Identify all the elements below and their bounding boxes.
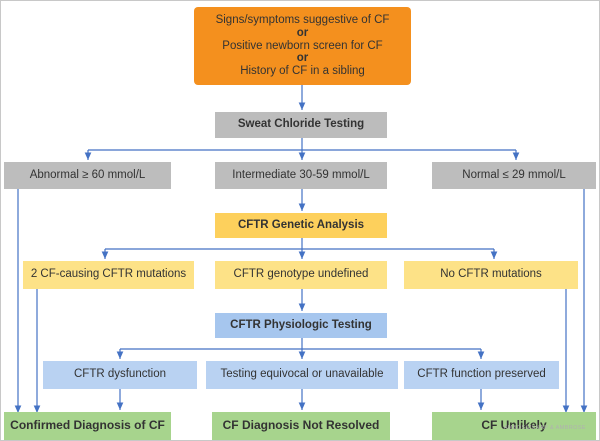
- outcome-confirmed-cf: Confirmed Diagnosis of CF: [4, 412, 171, 440]
- sweat-result-abnormal: Abnormal ≥ 60 mmol/L: [4, 162, 171, 189]
- image-credit: AMBOSS/SNAP & AMBROSE: [503, 425, 586, 431]
- cftr-physiologic-testing-box: CFTR Physiologic Testing: [215, 313, 387, 338]
- outcome-cf-unlikely: CF Unlikely: [432, 412, 596, 440]
- start-criteria-box: Signs/symptoms suggestive of CF or Posit…: [194, 7, 411, 85]
- start-or-1: or: [296, 26, 309, 39]
- genetic-result-undefined: CFTR genotype undefined: [215, 261, 387, 289]
- start-line-signs: Signs/symptoms suggestive of CF: [215, 13, 390, 26]
- start-or-2: or: [296, 52, 309, 65]
- genetic-result-no-mutations: No CFTR mutations: [404, 261, 578, 289]
- cftr-genetic-analysis-box: CFTR Genetic Analysis: [215, 213, 387, 238]
- sweat-result-intermediate: Intermediate 30-59 mmol/L: [215, 162, 387, 189]
- start-line-newborn: Positive newborn screen for CF: [222, 39, 383, 52]
- start-line-sibling: History of CF in a sibling: [240, 65, 365, 78]
- physio-result-equivocal: Testing equivocal or unavailable: [206, 361, 398, 389]
- physio-result-dysfunction: CFTR dysfunction: [43, 361, 197, 389]
- outcome-not-resolved: CF Diagnosis Not Resolved: [212, 412, 390, 440]
- genetic-result-two-mutations: 2 CF-causing CFTR mutations: [23, 261, 194, 289]
- sweat-result-normal: Normal ≤ 29 mmol/L: [432, 162, 596, 189]
- physio-result-preserved: CFTR function preserved: [404, 361, 559, 389]
- sweat-chloride-testing-box: Sweat Chloride Testing: [215, 112, 387, 138]
